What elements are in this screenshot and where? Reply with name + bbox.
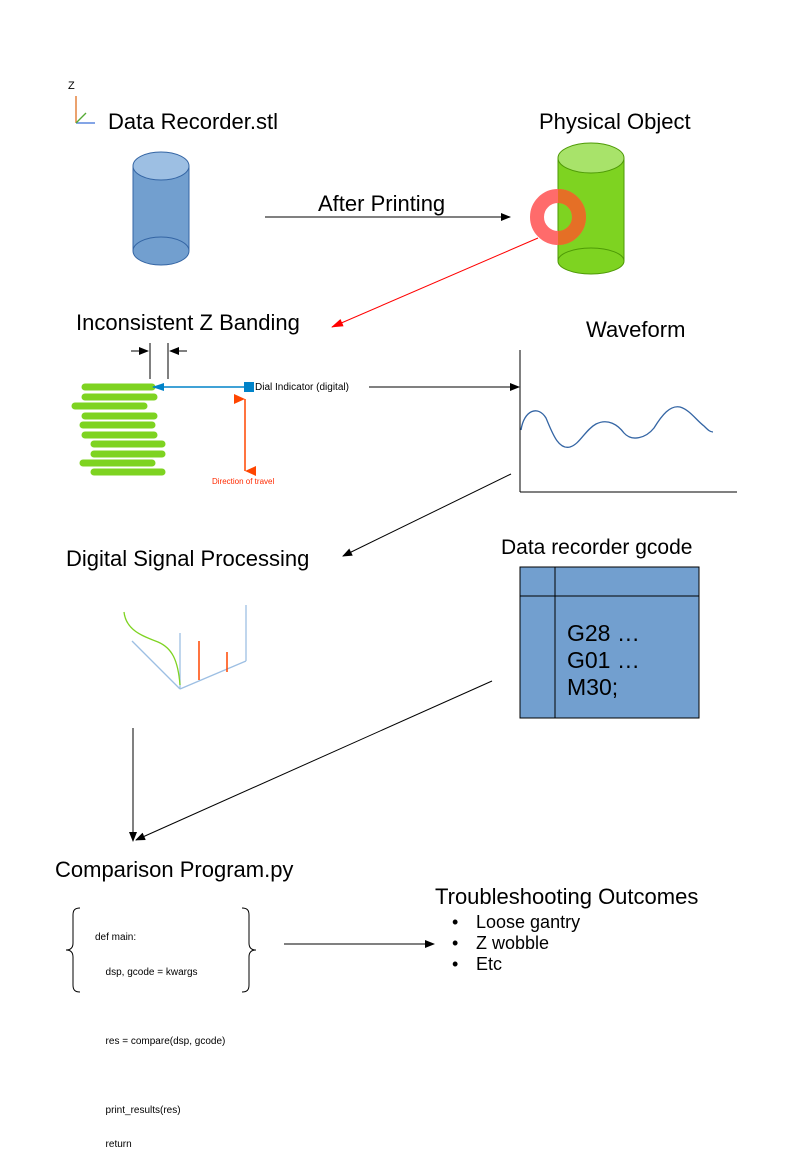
diagram-canvas xyxy=(65,96,737,993)
code-line: return xyxy=(100,1139,132,1150)
red-arrow xyxy=(331,237,539,328)
z-bands xyxy=(71,383,166,476)
dsp-title: Digital Signal Processing xyxy=(66,546,310,571)
outcome-item: Loose gantry xyxy=(452,912,580,933)
physical-object-title: Physical Object xyxy=(539,109,691,134)
gcode-title: Data recorder gcode xyxy=(501,536,693,559)
outcomes-title: Troubleshooting Outcomes xyxy=(435,884,699,909)
outcome-item: Z wobble xyxy=(452,933,580,954)
physical-cylinder xyxy=(557,142,625,275)
code-line xyxy=(95,1001,225,1013)
comparison-title: Comparison Program.py xyxy=(55,857,294,882)
code-line: dsp, gcode = kwargs xyxy=(100,966,198,978)
dial-indicator xyxy=(152,382,254,392)
gcode-line: G01 … xyxy=(567,647,640,673)
waveform-title: Waveform xyxy=(586,317,686,342)
gcode-lines: G28 … G01 … M30; xyxy=(567,620,640,701)
axis-gizmo xyxy=(75,96,95,124)
gcode-line: G28 … xyxy=(567,620,640,646)
code-line: def main: xyxy=(95,932,137,943)
dsp-graphic xyxy=(123,605,247,690)
stl-title: Data Recorder.stl xyxy=(108,109,278,134)
to-dsp-arrow xyxy=(342,473,512,557)
code-line: print_results(res) xyxy=(100,1104,181,1116)
waveform-line xyxy=(520,406,714,448)
gcode-to-compare-arrow xyxy=(135,680,493,841)
direction-label: Direction of travel xyxy=(212,477,275,486)
code-braces xyxy=(65,907,257,993)
gcode-table xyxy=(519,566,700,719)
dial-indicator-label: Dial Indicator (digital) xyxy=(255,382,349,393)
outcomes-list: Loose gantry Z wobble Etc xyxy=(452,912,580,975)
outcome-item: Etc xyxy=(452,954,580,975)
code-line: res = compare(dsp, gcode) xyxy=(100,1035,226,1047)
caliper-marks xyxy=(131,343,187,379)
gcode-line: M30; xyxy=(567,674,619,700)
defect-ring xyxy=(530,189,586,245)
code-block: def main: dsp, gcode = kwargs res = comp… xyxy=(95,909,225,1162)
banding-title: Inconsistent Z Banding xyxy=(76,310,300,335)
waveform-plot xyxy=(519,350,737,493)
code-line xyxy=(95,1070,225,1082)
z-axis-label: Z xyxy=(68,80,75,92)
after-printing-label: After Printing xyxy=(318,191,446,216)
stl-cylinder xyxy=(132,151,190,266)
